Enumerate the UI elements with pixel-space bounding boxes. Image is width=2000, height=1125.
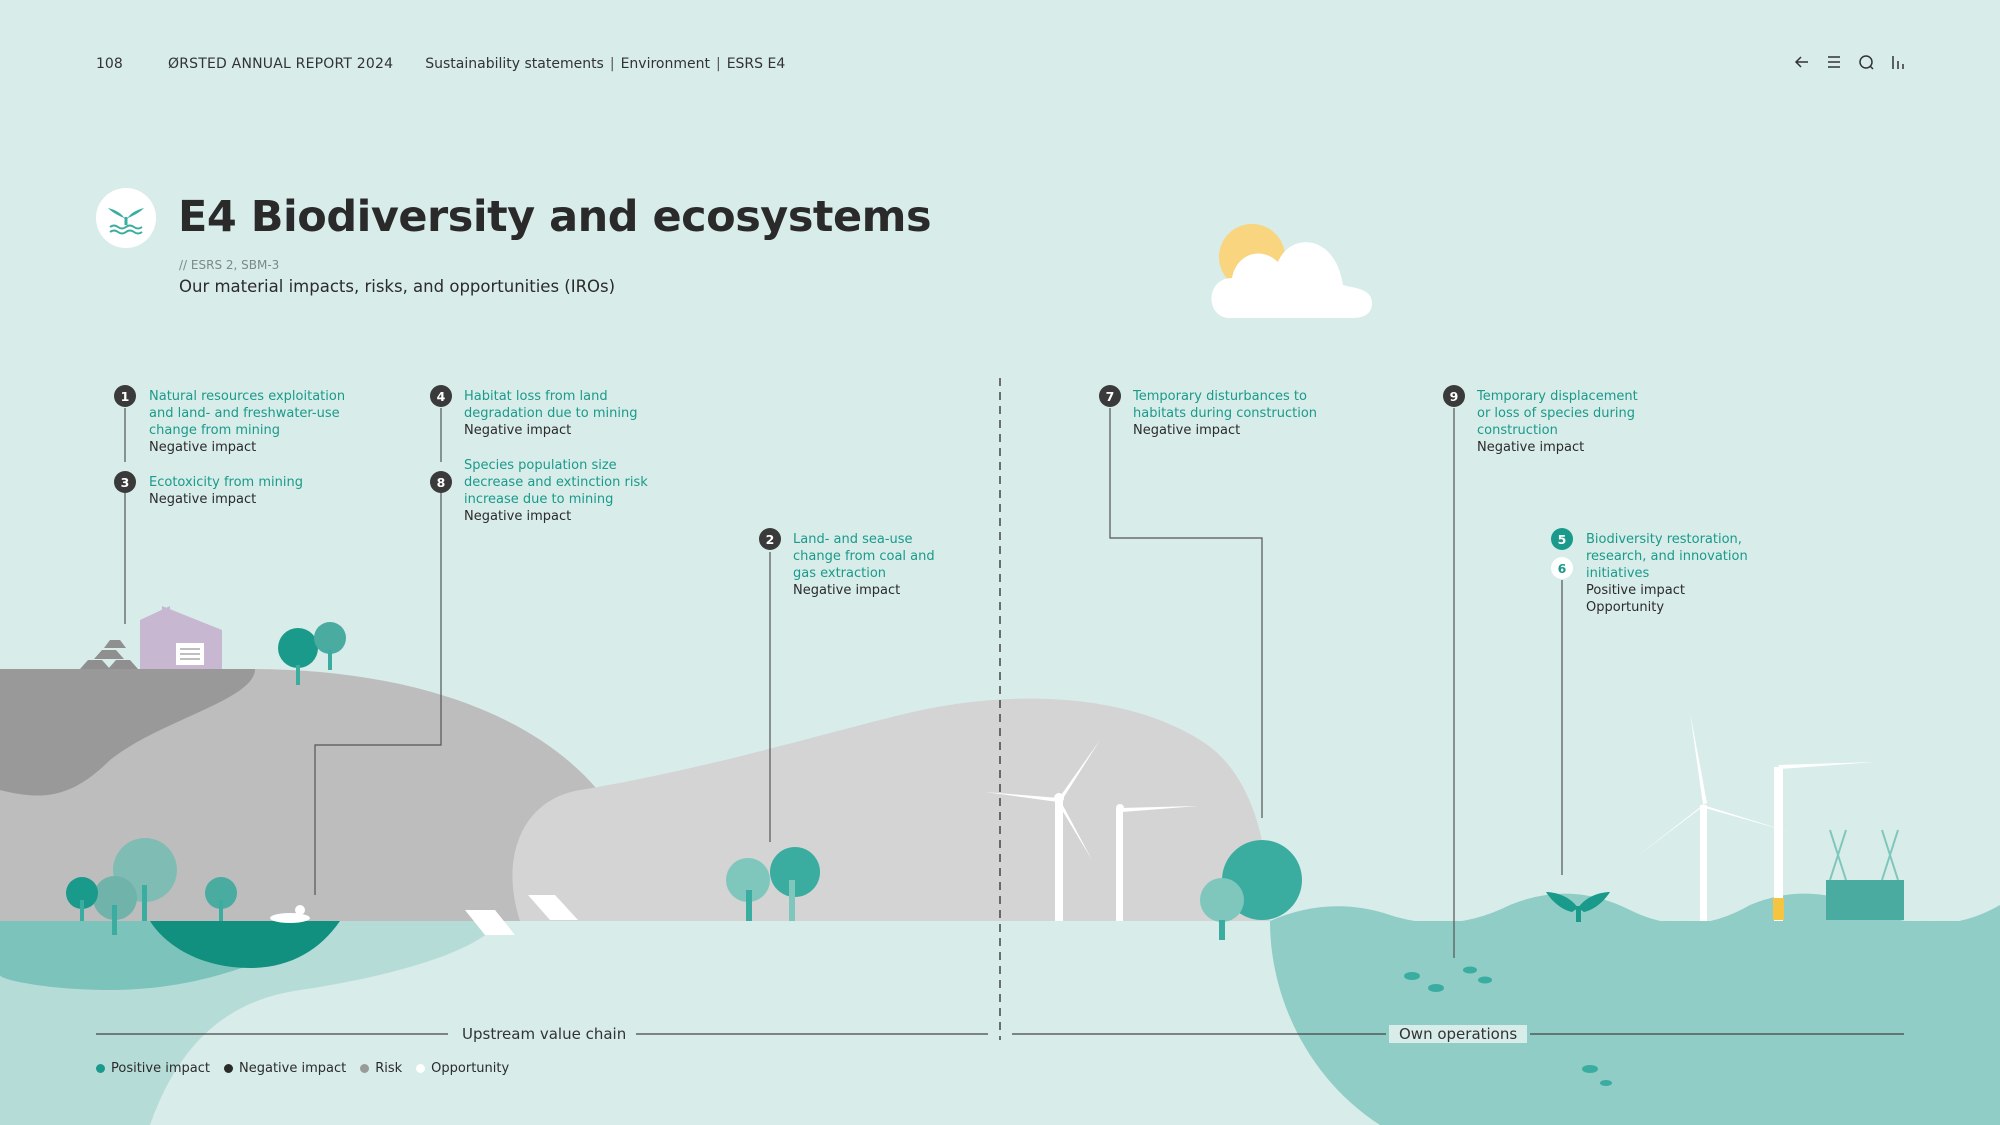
page-title: E4 Biodiversity and ecosystems	[178, 192, 932, 242]
iro-impact-type: Negative impact	[1477, 440, 1585, 455]
legend-item-negative: Negative impact	[224, 1061, 346, 1076]
iro-item-1[interactable]: Natural resources exploitation and land-…	[149, 388, 345, 456]
breadcrumb-item-esrs-e4[interactable]: ESRS E4	[726, 56, 786, 72]
iro-badge-5: 5	[1551, 528, 1573, 550]
iro-label: Species population size	[464, 458, 617, 473]
dark-pond-shape	[150, 921, 340, 968]
top-bar: 108 ØRSTED ANNUAL REPORT 2024 Sustainabi…	[96, 56, 785, 72]
iro-label: change from coal and	[793, 549, 935, 564]
iro-badge-9: 9	[1443, 385, 1465, 407]
legend-label: Opportunity	[431, 1061, 510, 1076]
breadcrumb-separator: |	[609, 56, 615, 72]
iro-item-9[interactable]: Temporary displacement or loss of specie…	[1477, 388, 1638, 456]
iro-label: Habitat loss from land	[464, 389, 608, 404]
legend-item-risk: Risk	[360, 1061, 402, 1076]
iro-impact-type: Negative impact	[149, 492, 257, 507]
iro-impact-type: Negative impact	[464, 509, 572, 524]
iro-label: initiatives	[1586, 566, 1650, 581]
iro-badge-8: 8	[430, 471, 452, 493]
legend-label: Negative impact	[239, 1061, 347, 1076]
iro-badge-1: 1	[114, 385, 136, 407]
iro-label: gas extraction	[793, 566, 887, 581]
legend-item-positive: Positive impact	[96, 1061, 210, 1076]
iro-label: habitats during construction	[1133, 406, 1318, 421]
breadcrumb-item-environment[interactable]: Environment	[620, 56, 710, 72]
own-operations-label: Own operations	[1389, 1025, 1528, 1043]
page-subtitle: Our material impacts, risks, and opportu…	[179, 277, 616, 296]
esrs-reference: // ESRS 2, SBM-3	[179, 258, 280, 272]
wave-shape	[1270, 893, 2000, 925]
iro-badge-6: 6	[1551, 557, 1573, 579]
upstream-value-chain-label: Upstream value chain	[452, 1025, 637, 1043]
iro-badge-7: 7	[1099, 385, 1121, 407]
menu-icon[interactable]	[1824, 52, 1844, 72]
iro-label: Biodiversity restoration,	[1586, 532, 1742, 547]
iro-label: decrease and extinction risk	[464, 475, 648, 490]
iro-label: construction	[1477, 423, 1558, 438]
iro-impact-type: Negative impact	[464, 423, 572, 438]
whale-tail-icon	[96, 188, 156, 248]
iro-badge-3: 3	[114, 471, 136, 493]
opportunity-dot-icon	[416, 1064, 426, 1073]
iro-item-2[interactable]: Land- and sea-use change from coal and g…	[793, 531, 935, 599]
risk-dot-icon	[360, 1064, 370, 1073]
negative-dot-icon	[224, 1064, 233, 1073]
middle-hill	[512, 698, 1270, 921]
iro-badge-2: 2	[759, 528, 781, 550]
positive-dot-icon	[96, 1064, 105, 1073]
iro-label: Land- and sea-use	[793, 532, 913, 547]
iro-label: increase due to mining	[464, 492, 614, 507]
breadcrumb-separator: |	[715, 56, 721, 72]
iro-label: Natural resources exploitation	[149, 389, 346, 404]
iro-impact-type: Opportunity	[1586, 600, 1665, 615]
iro-label: and land- and freshwater-use	[149, 406, 340, 421]
legend-item-opportunity: Opportunity	[416, 1061, 509, 1076]
iro-label: Temporary disturbances to	[1133, 389, 1307, 404]
iro-impact-type: Negative impact	[1133, 423, 1241, 438]
search-icon[interactable]	[1856, 52, 1876, 72]
iro-badge-4: 4	[430, 385, 452, 407]
iro-item-5-6[interactable]: Biodiversity restoration, research, and …	[1586, 531, 1748, 616]
iro-impact-type: Negative impact	[793, 583, 901, 598]
breadcrumb-item-sustainability[interactable]: Sustainability statements	[425, 56, 604, 72]
iro-label: or loss of species during	[1477, 406, 1635, 421]
nav-icons	[1792, 52, 1908, 72]
page-number: 108	[96, 56, 123, 72]
legend-label: Risk	[375, 1061, 403, 1076]
legend-label: Positive impact	[111, 1061, 210, 1076]
iro-label: Ecotoxicity from mining	[149, 475, 303, 490]
iro-item-7[interactable]: Temporary disturbances to habitats durin…	[1133, 388, 1317, 439]
iro-impact-type: Negative impact	[149, 440, 257, 455]
iro-label: change from mining	[149, 423, 280, 438]
chart-icon[interactable]	[1888, 52, 1908, 72]
iro-item-4[interactable]: Habitat loss from land degradation due t…	[464, 388, 638, 439]
report-title: ØRSTED ANNUAL REPORT 2024	[168, 56, 394, 72]
sea-shape	[1270, 921, 2000, 1125]
iro-item-8[interactable]: Species population size decrease and ext…	[464, 457, 648, 525]
back-arrow-icon[interactable]	[1792, 52, 1812, 72]
iro-impact-type: Positive impact	[1586, 583, 1685, 598]
iro-label: degradation due to mining	[464, 406, 638, 421]
iro-label: research, and innovation	[1586, 549, 1748, 564]
mine-pit	[0, 669, 255, 796]
iro-item-3[interactable]: Ecotoxicity from mining Negative impact	[149, 474, 303, 508]
legend: Positive impact Negative impact Risk Opp…	[96, 1061, 509, 1076]
iro-label: Temporary displacement	[1477, 389, 1638, 404]
